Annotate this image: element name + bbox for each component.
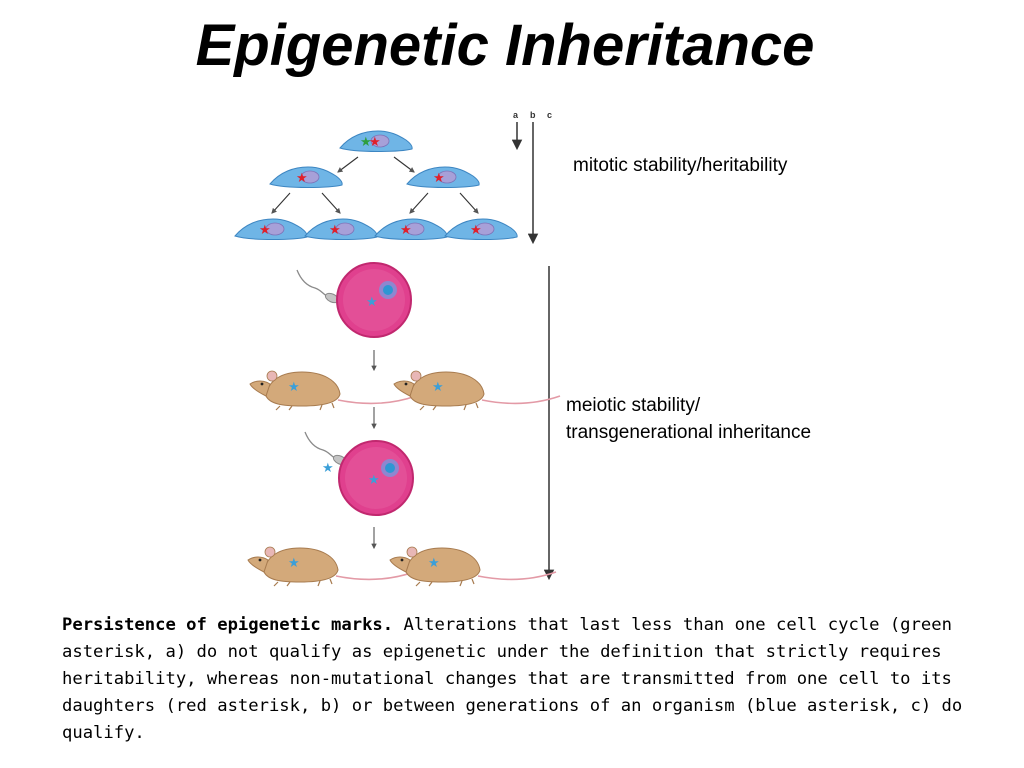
- cell-icon: [304, 218, 378, 240]
- asterisk-icon: ★: [288, 556, 300, 571]
- mouse-icon: [249, 370, 417, 411]
- panel-letter-c: c: [547, 110, 552, 120]
- arrow-icon: [337, 156, 359, 173]
- mitotic-lineage: ★ ★ ★ ★ ★ ★ ★ ★: [234, 130, 518, 240]
- asterisk-icon: ★: [368, 473, 380, 488]
- asterisk-icon: ★: [428, 556, 440, 571]
- arrow-icon: [459, 192, 479, 214]
- asterisk-icon: ★: [366, 295, 378, 310]
- asterisk-icon: ★: [296, 171, 308, 186]
- asterisk-icon: ★: [400, 223, 412, 238]
- asterisk-icon: ★: [433, 171, 445, 186]
- sperm-icon: [296, 269, 341, 306]
- arrow-icon: [409, 192, 429, 214]
- meiotic-label-line1: meiotic stability/: [566, 395, 701, 416]
- caption-bold: Persistence of epigenetic marks.: [62, 615, 394, 635]
- slide-title: Epigenetic Inheritance: [195, 13, 815, 78]
- asterisk-icon: ★: [322, 461, 334, 476]
- meiotic-label-line2: transgenerational inheritance: [566, 422, 812, 443]
- panel-letter-b: b: [530, 110, 536, 120]
- caption-text: Alterations that last less than one cell…: [62, 615, 963, 743]
- asterisk-icon: ★: [470, 223, 482, 238]
- arrow-icon: [321, 192, 341, 214]
- mouse-icon: [393, 370, 561, 411]
- panel-letters: a b c: [513, 110, 552, 120]
- meiotic-label: meiotic stability/ transgenerational inh…: [566, 392, 811, 446]
- asterisk-icon: ★: [259, 223, 271, 238]
- arrow-icon: [271, 192, 291, 214]
- mitotic-label: mitotic stability/heritability: [573, 155, 788, 176]
- asterisk-icon: ★: [360, 135, 372, 150]
- asterisk-icon: ★: [329, 223, 341, 238]
- mouse-icon: [247, 546, 415, 587]
- meiotic-lineage: ★ ★ ★ ★ ★ ★ ★: [247, 262, 561, 587]
- asterisk-icon: ★: [369, 135, 381, 150]
- mouse-icon: [389, 546, 557, 587]
- arrow-icon: [393, 156, 415, 173]
- asterisk-icon: ★: [432, 380, 444, 395]
- panel-letter-a: a: [513, 110, 519, 120]
- cell-icon: [234, 218, 308, 240]
- figure-caption: Persistence of epigenetic marks. Alterat…: [62, 612, 982, 747]
- asterisk-icon: ★: [288, 380, 300, 395]
